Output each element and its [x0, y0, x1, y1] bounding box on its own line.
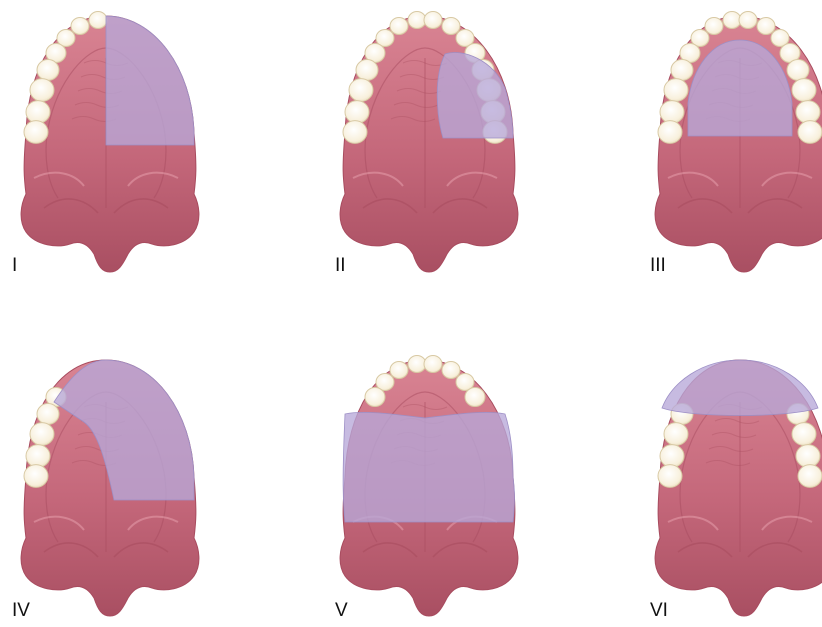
tooth	[798, 121, 822, 144]
panel-label-4: IV	[12, 601, 30, 620]
tooth	[664, 423, 688, 446]
shaded-region	[662, 360, 818, 416]
tooth	[465, 388, 485, 407]
tooth	[24, 121, 48, 144]
palate-panel-3	[655, 11, 822, 272]
tooth	[26, 445, 50, 468]
tooth	[787, 60, 809, 81]
tooth	[792, 423, 816, 446]
panel-label-6: VI	[650, 601, 668, 620]
tooth	[37, 60, 59, 81]
shaded-region	[106, 16, 194, 145]
tooth	[343, 121, 367, 144]
shaded-region	[437, 52, 513, 138]
palate-panel-5	[340, 355, 518, 616]
palate-panel-6	[655, 360, 822, 616]
tooth	[658, 465, 682, 488]
tooth	[356, 60, 378, 81]
palate-panel-4	[21, 360, 199, 616]
tooth	[798, 465, 822, 488]
tooth	[390, 17, 408, 34]
tooth	[442, 361, 460, 378]
shaded-region	[343, 412, 514, 522]
tooth	[408, 355, 426, 372]
tooth	[664, 79, 688, 102]
tooth	[671, 60, 693, 81]
tooth	[705, 17, 723, 34]
panel-label-1: I	[12, 256, 17, 275]
tooth	[408, 11, 426, 28]
tooth	[345, 101, 369, 124]
panel-label-3: III	[650, 256, 666, 275]
tooth	[796, 445, 820, 468]
tooth	[365, 388, 385, 407]
panel-label-5: V	[335, 601, 348, 620]
tooth	[89, 11, 107, 28]
tooth	[71, 17, 89, 34]
tooth	[26, 101, 50, 124]
tooth	[658, 121, 682, 144]
tooth	[660, 101, 684, 124]
palate-panel-2	[340, 11, 518, 272]
tooth	[757, 17, 775, 34]
tooth	[24, 465, 48, 488]
tooth	[442, 17, 460, 34]
tooth	[739, 11, 757, 28]
tooth	[792, 79, 816, 102]
tooth	[796, 101, 820, 124]
tooth	[424, 11, 442, 28]
tooth	[30, 423, 54, 446]
panel-label-2: II	[335, 256, 346, 275]
tooth	[390, 361, 408, 378]
tooth	[723, 11, 741, 28]
tooth	[37, 404, 59, 425]
tooth	[424, 355, 442, 372]
tooth	[660, 445, 684, 468]
tooth	[349, 79, 373, 102]
tooth	[30, 79, 54, 102]
palate-panel-1	[21, 11, 199, 272]
